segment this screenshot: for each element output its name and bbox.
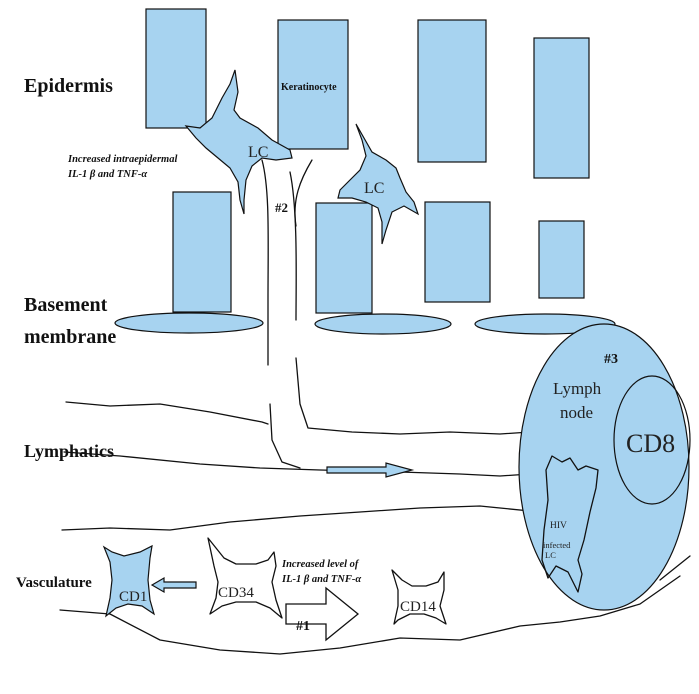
keratinocyte-block [146,9,206,128]
basement-membrane-label-line1: Basement [24,294,108,316]
vasculature-label: Vasculature [16,575,92,591]
hiv-label-line2: infected [543,540,571,550]
lymph-node-label-line2: node [560,403,593,422]
keratinocyte-block [534,38,589,178]
cd14-cell [392,570,446,624]
cd34-cell [208,538,282,618]
lymphatic-upper-wall [66,402,268,424]
vascular-cytokine-note-line1: Increased level of [281,559,360,570]
keratinocyte-block [173,192,231,312]
cd8-label: CD8 [626,429,675,458]
hiv-label-line1: HIV [550,521,567,531]
basement-membrane-segment [315,314,451,334]
cd1-label: CD1 [119,589,147,605]
basement-membrane-label-line2: membrane [24,326,116,348]
keratinocyte-label: Keratinocyte [281,82,337,93]
keratinocyte-block [316,203,372,313]
epidermal-cytokine-note-line1: Increased intraepidermal [67,154,177,165]
keratinocyte-block [425,202,490,302]
epidermis-label: Epidermis [24,75,113,97]
cd14-label: CD14 [400,599,436,615]
cd1-cell [104,546,154,616]
lymph-flow-arrow [327,463,412,477]
lc-left-label: LC [248,144,268,161]
migration-channel-wall [295,160,312,226]
migration-channel-wall [262,160,268,365]
cd1-recruitment-arrow [152,578,196,592]
vessel-upper-wall [62,506,580,530]
step2-label: #2 [275,200,288,215]
migration-channel-wall [290,172,296,320]
lymphatic-lower-wall [64,452,530,476]
hiv-label-line3: LC [545,550,556,560]
epidermal-cytokine-note-line2: IL-1 β and TNF-α [67,169,147,180]
cd34-label: CD34 [218,585,254,601]
basement-membrane-segment [115,313,263,333]
step1-label: #1 [296,619,310,634]
keratinocyte-block [418,20,486,162]
lymph-node-label-line1: Lymph [553,379,602,398]
keratinocyte-block [539,221,584,298]
step3-label: #3 [604,352,618,367]
lymphatics-label: Lymphatics [24,441,114,461]
lymphatic-upper-wall [296,358,530,434]
lc-right-label: LC [364,180,384,197]
vascular-cytokine-note-line2: IL-1 β and TNF-α [281,574,361,585]
lymphatic-bend-wall [270,404,300,468]
